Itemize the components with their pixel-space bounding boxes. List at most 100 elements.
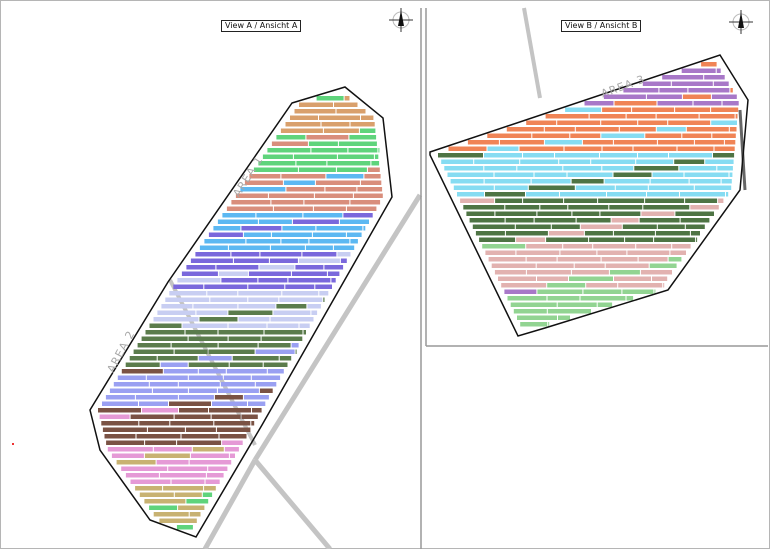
north-arrow-icon — [389, 8, 413, 32]
pv-module-block — [323, 128, 359, 133]
pv-module-block — [281, 174, 326, 179]
pv-module-block — [688, 88, 730, 93]
pv-module-block — [611, 218, 639, 223]
pv-module-block — [597, 250, 627, 255]
pv-module-block — [333, 245, 355, 250]
pv-module-block — [149, 505, 178, 510]
pv-module-block — [479, 237, 516, 242]
pv-module-block — [672, 244, 691, 249]
pv-module-block — [729, 127, 737, 132]
pv-module-block — [273, 206, 313, 211]
pv-module-block — [601, 133, 645, 138]
pv-module-block — [626, 114, 656, 119]
pv-module-block — [689, 179, 721, 184]
pv-module-block — [243, 232, 271, 237]
pv-module-block — [196, 310, 228, 315]
pv-module-block — [111, 453, 144, 458]
pv-module-block — [696, 237, 698, 242]
pv-module-block — [169, 401, 211, 406]
pv-module-block — [192, 447, 224, 452]
pv-module-block — [228, 336, 261, 341]
pv-module-block — [346, 206, 377, 211]
pv-module-block — [312, 232, 346, 237]
pv-module-block — [156, 460, 189, 465]
module-rows-view-a — [98, 96, 383, 530]
pv-module-block — [165, 297, 210, 302]
pv-module-block — [488, 257, 526, 262]
pv-module-block — [256, 213, 303, 218]
pv-module-block — [495, 198, 523, 203]
pv-module-block — [679, 166, 717, 171]
pv-module-block — [547, 283, 586, 288]
pv-module-block — [248, 297, 279, 302]
pv-module-block — [597, 302, 613, 307]
pv-module-block — [309, 239, 350, 244]
pv-module-block — [185, 427, 216, 432]
pv-module-block — [327, 161, 371, 166]
pv-module-block — [675, 211, 714, 216]
pv-module-block — [607, 192, 646, 197]
pv-module-block — [99, 414, 130, 419]
pv-module-block — [121, 369, 163, 374]
pv-module-block — [729, 172, 733, 177]
pv-module-block — [248, 284, 285, 289]
pv-module-block — [572, 211, 600, 216]
pv-module-block — [160, 362, 188, 367]
pv-module-block — [222, 213, 256, 218]
pv-module-block — [523, 153, 554, 158]
pv-module-block — [722, 101, 739, 106]
pv-module-block — [567, 172, 613, 177]
pv-module-block — [276, 135, 306, 140]
pv-module-block — [609, 270, 640, 275]
pv-module-block — [159, 518, 197, 523]
pv-module-block — [534, 218, 576, 223]
pv-module-block — [450, 179, 484, 184]
pv-module-block — [609, 205, 643, 210]
pv-module-block — [229, 453, 235, 458]
pv-module-block — [147, 427, 185, 432]
pv-module-block — [613, 172, 652, 177]
pv-module-block — [571, 270, 609, 275]
pv-module-block — [271, 232, 312, 237]
pv-module-block — [584, 101, 614, 106]
pv-module-block — [202, 492, 213, 497]
pv-module-block — [726, 192, 729, 197]
pv-module-block — [589, 237, 625, 242]
pv-module-block — [701, 62, 717, 67]
pv-module-block — [338, 141, 377, 146]
pv-module-block — [563, 244, 593, 249]
pv-module-block — [213, 226, 241, 231]
pv-module-block — [188, 375, 223, 380]
pv-module-block — [721, 179, 732, 184]
pv-module-block — [343, 213, 373, 218]
pv-module-block — [249, 174, 281, 179]
pv-module-block — [460, 198, 495, 203]
road — [253, 458, 332, 549]
pv-module-block — [636, 244, 672, 249]
pv-module-block — [280, 128, 323, 133]
pv-module-block — [557, 302, 597, 307]
pv-module-block — [135, 486, 163, 491]
pv-module-block — [319, 291, 329, 296]
pv-module-block — [645, 133, 682, 138]
pv-module-block — [622, 289, 654, 294]
pv-module-block — [657, 140, 694, 145]
pv-module-block — [130, 479, 171, 484]
pv-module-block — [271, 141, 308, 146]
pv-module-block — [537, 276, 568, 281]
pv-module-block — [513, 309, 547, 314]
pv-module-block — [270, 245, 305, 250]
pv-module-block — [218, 330, 264, 335]
site-boundary-view-a — [89, 86, 393, 538]
pv-module-block — [469, 218, 505, 223]
pv-module-block — [177, 440, 222, 445]
pv-module-block — [133, 349, 174, 354]
pv-module-block — [177, 278, 221, 283]
pv-module-block — [299, 102, 333, 107]
pv-module-block — [161, 304, 193, 309]
pv-module-block — [159, 473, 206, 478]
pv-module-block — [626, 296, 634, 301]
pv-module-block — [690, 205, 719, 210]
pv-module-block — [204, 239, 246, 244]
